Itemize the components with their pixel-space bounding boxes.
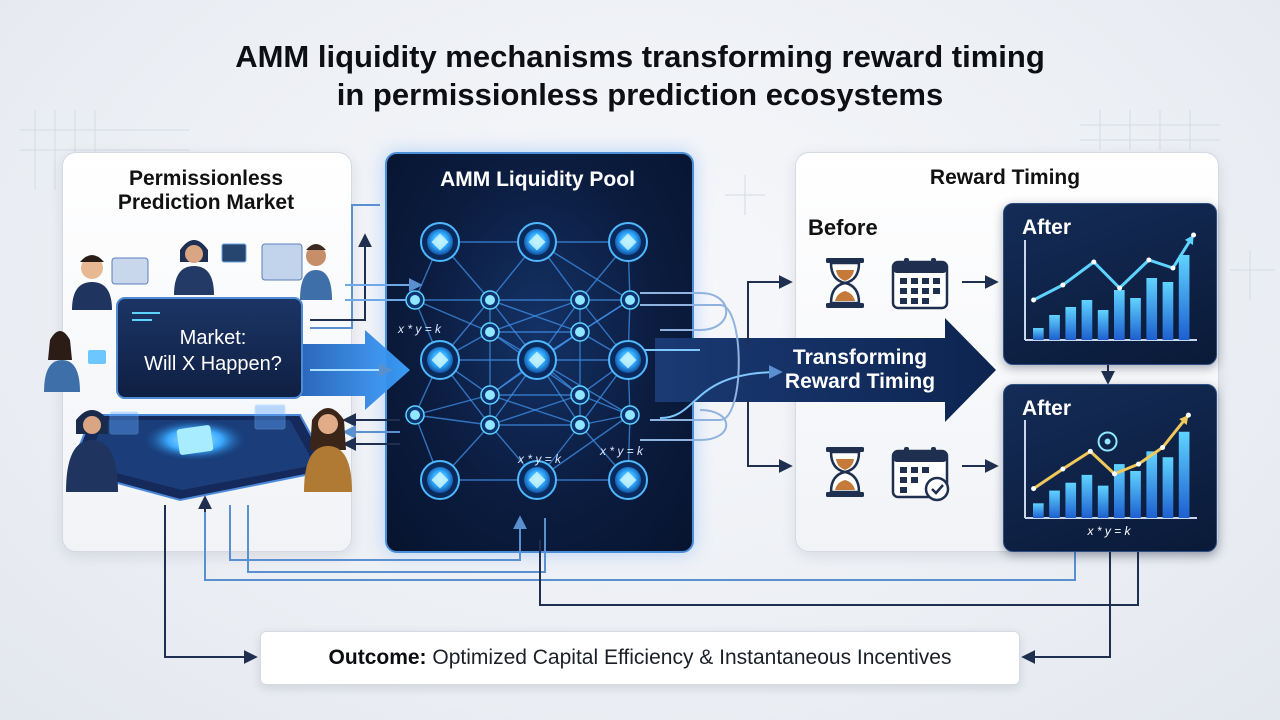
outcome-label: Outcome: <box>328 646 427 669</box>
pool-node-small <box>480 322 500 342</box>
pool-node <box>608 460 648 500</box>
pool-node-small <box>570 322 590 342</box>
pool-node-small <box>480 415 500 435</box>
tablet-icon <box>111 257 149 285</box>
prediction-market-title: Permissionless Prediction Market <box>62 167 350 215</box>
pool-node-small <box>480 385 500 405</box>
pool-node-small <box>405 290 425 310</box>
connector-lines-left <box>310 204 423 451</box>
before-branch-arrows <box>747 275 1115 473</box>
market-question: Market: Will X Happen? <box>118 325 308 377</box>
pool-node <box>420 340 460 380</box>
pool-node-small <box>570 385 590 405</box>
outcome-box: Outcome: Optimized Capital Efficiency & … <box>260 631 1020 685</box>
person-icon <box>44 331 80 392</box>
network-edge <box>489 299 581 333</box>
pool-node <box>420 222 460 262</box>
person-icon <box>300 244 332 300</box>
network-edge <box>489 394 581 426</box>
feedback-lines <box>164 495 1139 664</box>
calendar-check-icon <box>891 447 950 502</box>
transform-line-2: Reward Timing <box>784 370 936 393</box>
pool-node-small <box>480 290 500 310</box>
pool-node-small <box>620 405 640 425</box>
market-question-text: Will X Happen? <box>144 353 282 375</box>
tablet-icon <box>88 350 106 364</box>
person-icon <box>72 255 112 310</box>
transform-line-1: Transforming <box>792 346 928 369</box>
market-illustration <box>44 240 352 502</box>
pool-node-small <box>620 290 640 310</box>
person-icon <box>304 408 352 492</box>
pool-node <box>608 340 648 380</box>
title-line-1: AMM liquidity mechanisms transforming re… <box>235 39 1045 74</box>
before-label: Before <box>808 215 878 240</box>
calendar-icon <box>891 258 949 310</box>
person-icon <box>66 410 118 492</box>
pool-node-small <box>570 415 590 435</box>
pool-title: AMM Liquidity Pool <box>440 168 635 191</box>
liquidity-network-graph <box>405 222 648 500</box>
hourglass-icon <box>826 258 864 308</box>
reward-timing-title: Reward Timing <box>929 166 1081 189</box>
background-grid-decoration <box>20 110 1275 300</box>
hourglass-icon <box>826 447 864 497</box>
left-title-line-2: Prediction Market <box>117 191 295 214</box>
pool-node <box>517 340 557 380</box>
left-title-line-1: Permissionless <box>128 167 284 190</box>
person-icon <box>174 240 214 295</box>
outcome-text: Optimized Capital Efficiency & Instantan… <box>426 646 952 669</box>
page-title: AMM liquidity mechanisms transforming re… <box>0 38 1280 114</box>
pool-formula-center: x * y = k <box>518 452 562 466</box>
market-screen <box>116 297 303 399</box>
network-edge <box>414 414 491 426</box>
network-edge <box>414 394 491 416</box>
title-line-2: in permissionless prediction ecosystems <box>336 77 944 112</box>
pool-node <box>608 222 648 262</box>
network-edge <box>579 299 631 333</box>
pool-formula-left: x * y = k <box>398 322 442 336</box>
after-label-bottom: After <box>1022 397 1072 420</box>
pool-node-small <box>405 405 425 425</box>
after-formula: x * y = k <box>1087 524 1131 538</box>
tablet-icon <box>221 243 247 263</box>
pool-formula-right: x * y = k <box>600 444 644 458</box>
connector-lines-right <box>640 292 740 441</box>
pool-node <box>517 460 557 500</box>
pool-node <box>420 460 460 500</box>
pool-node-small <box>570 290 590 310</box>
market-label: Market: <box>179 327 247 349</box>
transform-label: Transforming Reward Timing <box>760 346 960 394</box>
after-label-top: After <box>1022 216 1072 239</box>
network-edge <box>414 299 491 333</box>
tablet-icon <box>261 243 303 281</box>
transform-arrow <box>655 318 996 422</box>
pool-node <box>517 222 557 262</box>
